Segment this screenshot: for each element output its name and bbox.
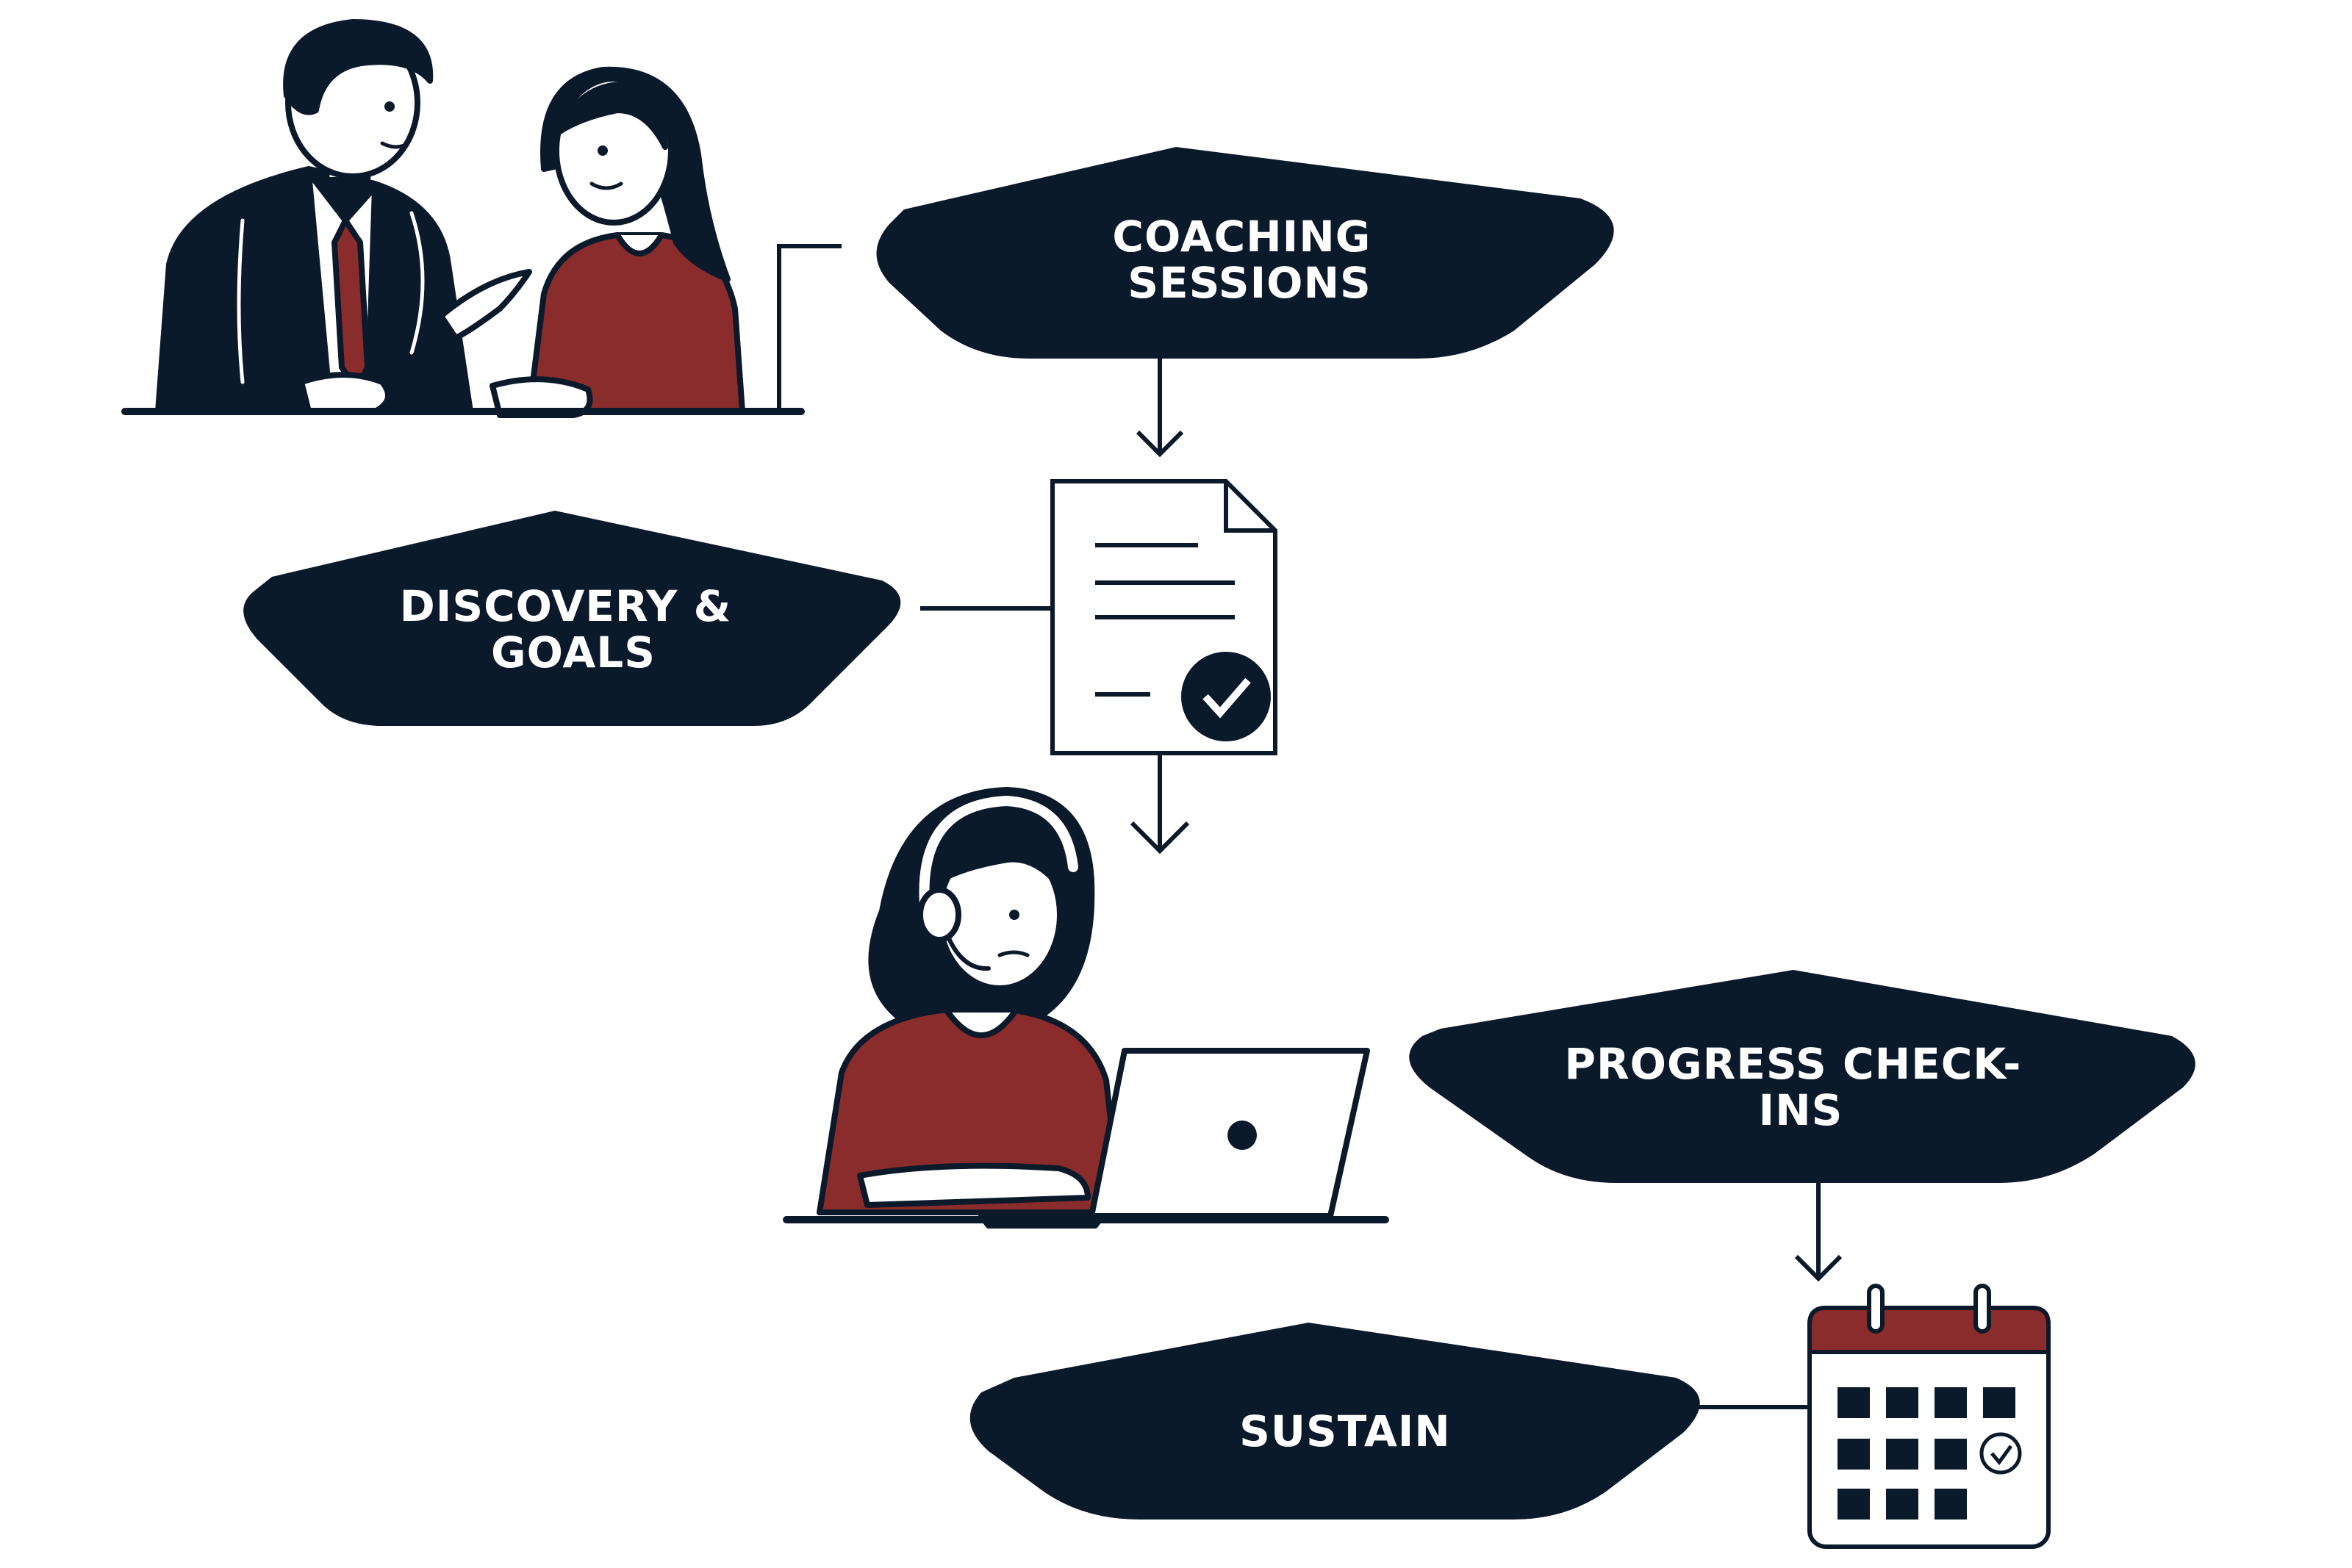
badge-label: SUSTAIN [1239, 1406, 1451, 1456]
badge-label: PROGRESS CHECK- INS [1565, 1039, 2037, 1135]
document-check-icon [1050, 479, 1277, 755]
arrow-down [1136, 359, 1184, 458]
badge-line: GOALS [491, 627, 656, 677]
badge-line: PROGRESS CHECK- [1565, 1039, 2022, 1089]
two-people-meeting-illustration [121, 19, 805, 418]
badge-label: COACHING SESSIONS [1112, 212, 1386, 308]
badge-line: SESSIONS [1127, 258, 1372, 308]
badge-line: SUSTAIN [1239, 1406, 1451, 1456]
calendar-check-icon [1807, 1284, 2051, 1549]
headset-laptop-worker-illustration [783, 787, 1389, 1229]
badge-line: DISCOVERY & [400, 581, 732, 631]
connector-line [777, 244, 842, 411]
step-badge-progress-check-ins: PROGRESS CHECK- INS [1409, 970, 2195, 1183]
badge-line: INS [1759, 1085, 1843, 1135]
arrow-down [1130, 753, 1190, 855]
badge-label: DISCOVERY & GOALS [400, 581, 747, 677]
step-badge-discovery-goals: DISCOVERY & GOALS [243, 511, 901, 726]
step-badge-sustain: SUSTAIN [969, 1323, 1700, 1520]
badge-line: COACHING [1112, 212, 1371, 262]
step-badge-coaching-sessions: COACHING SESSIONS [876, 147, 1614, 359]
arrow-down [1794, 1183, 1843, 1282]
